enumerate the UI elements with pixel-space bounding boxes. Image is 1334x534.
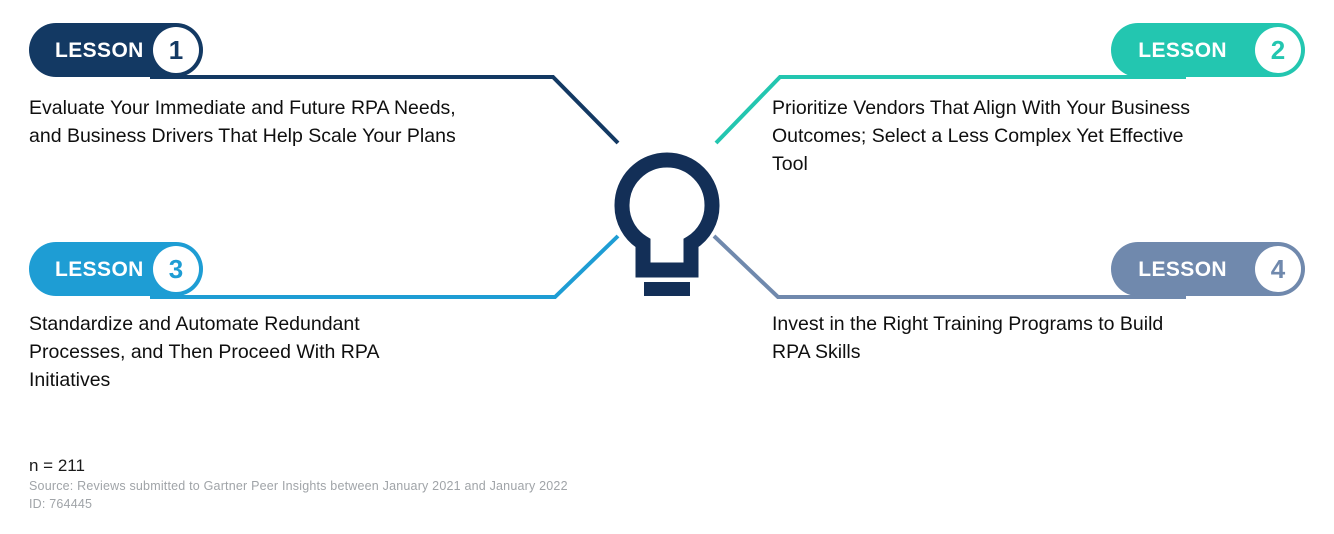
lesson-2-badge[interactable]: LESSON 2 <box>1111 23 1305 77</box>
connector-lesson-2 <box>714 75 1186 145</box>
lesson-4-badge-label: LESSON <box>1138 257 1227 281</box>
lesson-1-badge[interactable]: LESSON 1 <box>29 23 203 77</box>
lesson-1-number: 1 <box>153 27 199 73</box>
lesson-3-text: Standardize and Automate Redundant Proce… <box>29 313 380 391</box>
lesson-2-text: Prioritize Vendors That Align With Your … <box>772 97 1191 175</box>
footer-id: ID: 764445 <box>29 497 93 511</box>
footer-source: Source: Reviews submitted to Gartner Pee… <box>29 479 568 493</box>
lesson-2-badge-label: LESSON <box>1138 38 1227 62</box>
lesson-1-text: Evaluate Your Immediate and Future RPA N… <box>29 97 456 147</box>
lesson-2-number: 2 <box>1255 27 1301 73</box>
connector-lesson-3 <box>150 234 620 299</box>
lesson-3-badge-label: LESSON <box>55 257 144 281</box>
lesson-4-text: Invest in the Right Training Programs to… <box>772 313 1164 363</box>
footer: n = 211 Source: Reviews submitted to Gar… <box>29 455 568 513</box>
lesson-3-badge[interactable]: LESSON 3 <box>29 242 203 296</box>
connector-lesson-4 <box>712 234 1186 299</box>
connector-lesson-1 <box>150 75 620 145</box>
footer-sample-size: n = 211 <box>29 456 85 475</box>
lesson-4-badge[interactable]: LESSON 4 <box>1111 242 1305 296</box>
lesson-1-badge-label: LESSON <box>55 38 144 62</box>
lesson-4-number: 4 <box>1255 246 1301 292</box>
lesson-3-number: 3 <box>153 246 199 292</box>
